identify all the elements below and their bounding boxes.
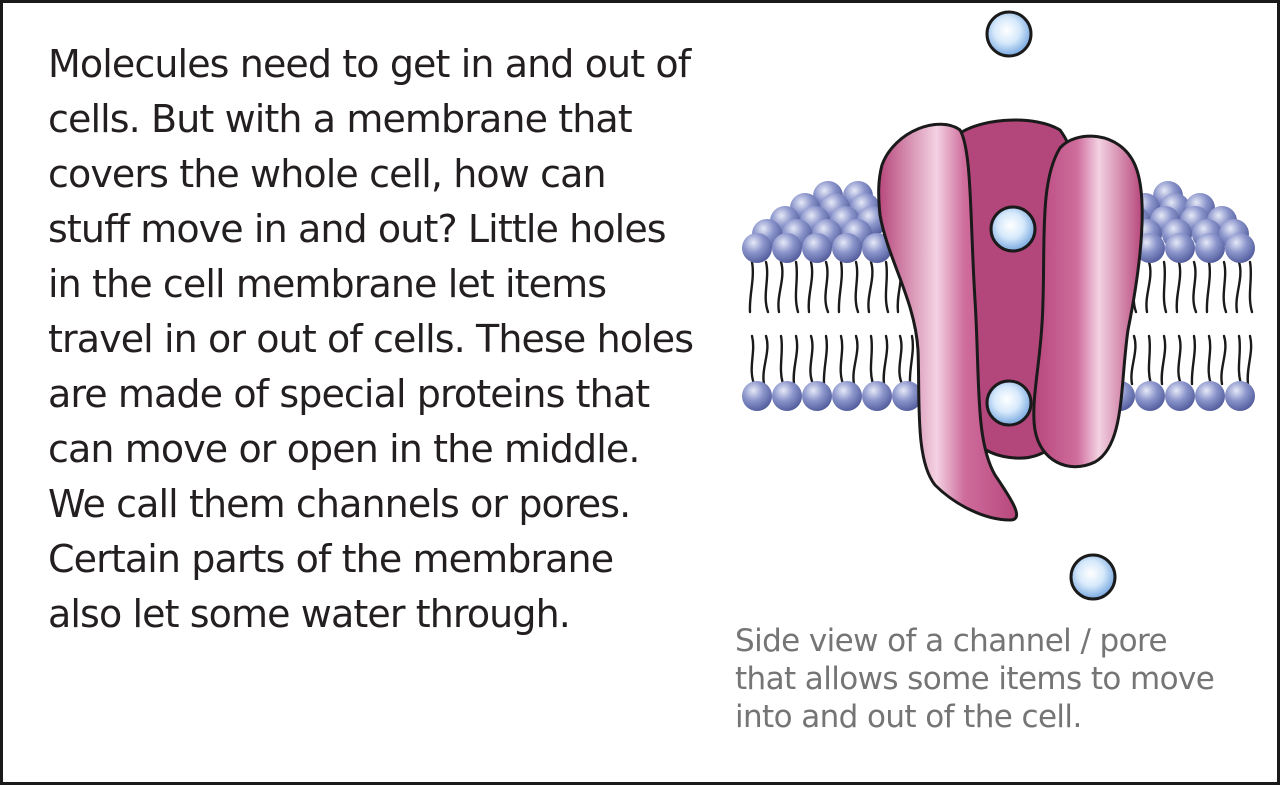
channel-protein [877, 118, 1144, 522]
lipid-tail [764, 260, 770, 314]
lipid-tail [762, 334, 769, 386]
paragraph-line: are made of special proteins that [48, 372, 650, 416]
lipid-head [802, 381, 832, 411]
lipid-tail [898, 334, 904, 386]
paragraph-line: can move or open in the middle. [48, 427, 640, 471]
paragraph-line: travel in or out of cells. These holes [48, 317, 694, 361]
molecule-in-channel-lower [985, 379, 1033, 427]
lipid-tail [792, 334, 799, 386]
lipid-head [1165, 381, 1195, 411]
lipid-tail [1147, 334, 1153, 386]
lipid-tail [1145, 260, 1152, 314]
lipid-tail [1235, 260, 1242, 314]
lipid-tail [824, 260, 830, 314]
lipid-tail [1220, 334, 1227, 386]
lipid-tail [1177, 334, 1183, 386]
paragraph-line: Certain parts of the membrane [48, 537, 614, 581]
caption-line: into and out of the cell. [735, 699, 1082, 735]
lipid-tail [869, 334, 875, 386]
lipid-tail [1175, 260, 1182, 314]
lipid-tail [748, 260, 755, 314]
lipid-head [1195, 381, 1225, 411]
lipid-head [832, 233, 862, 263]
molecules [985, 10, 1117, 601]
lipid-tail [1192, 260, 1198, 314]
lipid-head [892, 381, 922, 411]
lipid-tail [1160, 334, 1167, 386]
lipid-head [742, 233, 772, 263]
lipid-head [742, 381, 772, 411]
lipid-head [862, 381, 892, 411]
lipid-tail [1246, 334, 1253, 386]
lipid-tail [1162, 260, 1168, 314]
lipid-tail [1205, 260, 1212, 314]
lipid-tail [839, 334, 845, 386]
lipid-tail [807, 260, 814, 314]
lipid-tail [1190, 334, 1197, 386]
paragraph-line: We call them channels or pores. [48, 482, 631, 526]
lipid-tail [882, 334, 889, 386]
main-paragraph: Molecules need to get in and out of cell… [48, 37, 748, 642]
figure-caption: Side view of a channel / pore that allow… [735, 622, 1265, 736]
lipid-tail [884, 260, 890, 314]
protein-right-subunit [1032, 134, 1144, 469]
lipid-tail [852, 334, 859, 386]
lipid-head [1225, 381, 1255, 411]
lipid-tail [1237, 334, 1243, 386]
caption-line: Side view of a channel / pore [735, 623, 1168, 659]
paragraph-line: Molecules need to get in and out of [48, 42, 691, 86]
paragraph-line: in the cell membrane let items [48, 262, 607, 306]
lipid-tail [854, 260, 860, 314]
molecule-in-channel-upper [989, 205, 1037, 253]
lipid-head [862, 233, 892, 263]
lipid-tail [794, 260, 800, 314]
lipid-head [832, 381, 862, 411]
lipid-tail [809, 334, 815, 386]
lipid-head [772, 233, 802, 263]
lipid-tail [837, 260, 844, 314]
lipid-tail [1130, 334, 1137, 386]
lipid-tail [1248, 260, 1254, 314]
lipid-tail [822, 334, 829, 386]
lipid-head [1165, 233, 1195, 263]
lipid-tail [1207, 334, 1213, 386]
caption-line: that allows some items to move [735, 661, 1215, 697]
lipid-head [802, 233, 832, 263]
lipid-head [1195, 233, 1225, 263]
paragraph-line: cells. But with a membrane that [48, 97, 633, 141]
molecule-outside-top [985, 10, 1033, 58]
lipid-head [1135, 381, 1165, 411]
lipid-tail [750, 334, 756, 386]
molecule-outside-bottom [1069, 553, 1117, 601]
lipid-tail [1222, 260, 1228, 314]
lipid-head [1225, 233, 1255, 263]
paragraph-line: covers the whole cell, how can [48, 152, 607, 196]
lipid-tail [777, 260, 784, 314]
lipid-head [772, 381, 802, 411]
protein-left-subunit [877, 122, 1019, 522]
paragraph-line: stuff move in and out? Little holes [48, 207, 667, 251]
lipid-tail [867, 260, 874, 314]
lipid-tail [779, 334, 785, 386]
lipid-tail [908, 334, 915, 386]
paragraph-line: also let some water through. [48, 592, 571, 636]
